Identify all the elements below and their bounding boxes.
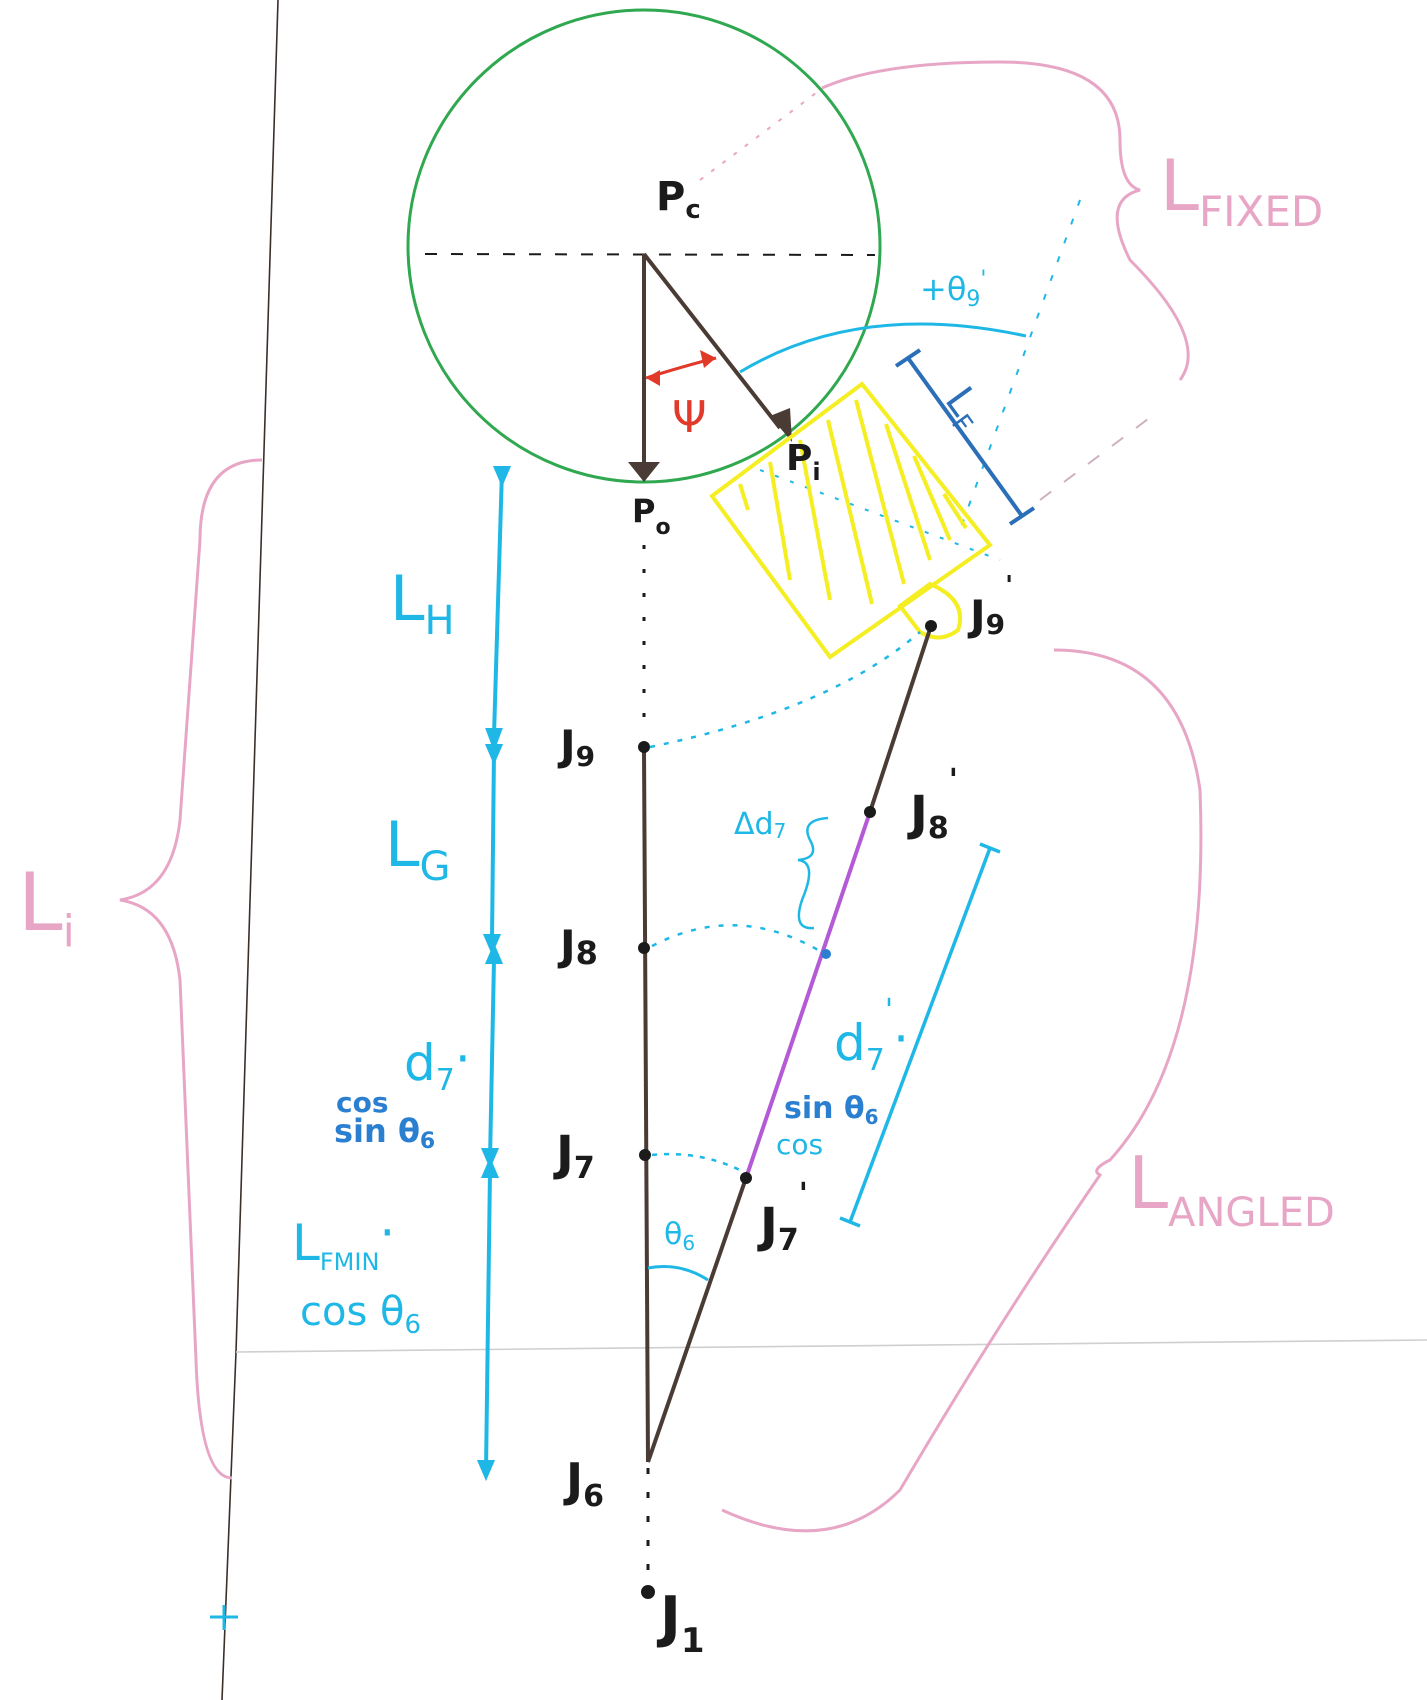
pc-po-arrowhead (628, 462, 660, 482)
j9-label: J9 (557, 721, 595, 773)
lg-dimension (490, 749, 496, 941)
theta9-arc (739, 322, 1027, 374)
l-g-label: LG (385, 808, 451, 890)
l-h-label: LH (390, 562, 455, 644)
j8-rotation-arc (651, 924, 829, 958)
langled-brace (721, 648, 1203, 1533)
d7-prime-label: d7'· (834, 993, 909, 1078)
li-brace (119, 458, 263, 1480)
d7-label: d7· (404, 1030, 471, 1098)
l-angled-label: LANGLED (1128, 1141, 1335, 1236)
lf-dimension-line (906, 356, 1024, 518)
j8-prime-label: J8' (907, 763, 958, 846)
joint-j7 (639, 1149, 651, 1161)
base-link (642, 749, 650, 1463)
bottom-page-edge (235, 1339, 1427, 1353)
angled-link-upper (868, 625, 933, 813)
left-dimension-chain (476, 466, 512, 1482)
psi-arc-head-left (646, 370, 660, 386)
lf-dimension-cap-bottom (1008, 506, 1036, 526)
l-fixed-label: LFIXED (1160, 145, 1323, 236)
sin-theta6-label-left: sin θ6 (334, 1112, 435, 1154)
joint-j1 (641, 1585, 655, 1599)
joint-j9-prime (925, 620, 937, 632)
j7-prime-label: J7' (757, 1177, 808, 1258)
tool-hatching (738, 399, 968, 605)
pc-dotted-ray (699, 89, 821, 181)
joint-j9 (638, 741, 650, 753)
cos-label-left: cos (336, 1086, 389, 1119)
cyan-dotted-guide-1 (959, 199, 1081, 531)
j9-rotation-arc (649, 631, 921, 749)
pc-label: Pc (656, 174, 701, 225)
angled-link-purple (744, 811, 872, 1179)
po-label: Po (632, 492, 671, 540)
joint-j8-prime (864, 806, 876, 818)
pc-pi-arrowhead (770, 408, 792, 442)
cos-label-right: cos (776, 1128, 823, 1161)
pi-label: Pi (786, 438, 821, 486)
cos-theta6-label: cos θ6 (300, 1289, 421, 1340)
pc-pi-arrow (642, 252, 782, 430)
theta9-label: +θ9' (920, 267, 986, 312)
theta6-label: θ6 (664, 1217, 695, 1255)
j7-label: J7 (553, 1126, 595, 1186)
sin-theta6-label-right: sin θ6 (784, 1091, 878, 1129)
tool-edge-dashed (1039, 409, 1161, 501)
lfmin-dimension (484, 1169, 492, 1471)
psi-arc-head-right (700, 350, 716, 368)
horizontal-dashed-axis (424, 253, 876, 256)
j7-rotation-arc (651, 1152, 745, 1174)
angled-link-lower (646, 1177, 748, 1463)
cyan-cross-mark (210, 1605, 238, 1630)
lf-dimension-cap-top (894, 348, 922, 368)
psi-label: Ψ (672, 392, 707, 443)
lfixed-brace (821, 60, 1190, 381)
page-edges (221, 0, 1427, 1700)
theta6-arc (647, 1265, 709, 1282)
j8-arc-end (821, 949, 831, 959)
joint-j8 (638, 942, 650, 954)
delta-d7-label: Δd7 (734, 807, 786, 843)
lfmin-label: LFMIN· (292, 1204, 395, 1276)
l-i-label: Li (18, 856, 75, 957)
left-page-edge-upper (235, 0, 279, 1353)
joint-j7-prime (740, 1172, 752, 1184)
j9-prime-label: J9' (967, 571, 1013, 641)
j6-label: J6 (563, 1453, 604, 1514)
cyan-dotted-guide-2 (759, 469, 1001, 561)
end-effector-tool (709, 381, 993, 660)
j1-label: J1 (656, 1585, 705, 1661)
left-page-edge-lower (221, 1351, 237, 1700)
delta-d7-brace (797, 816, 829, 930)
lf-dimension (894, 348, 1036, 526)
lf-tool-label: LF (932, 379, 995, 439)
d7-dimension (488, 959, 496, 1161)
d7-prime-dimension (839, 842, 1001, 1228)
lh-dimension (492, 469, 504, 736)
tool-body (709, 381, 993, 660)
j8-label: J8 (557, 921, 598, 972)
